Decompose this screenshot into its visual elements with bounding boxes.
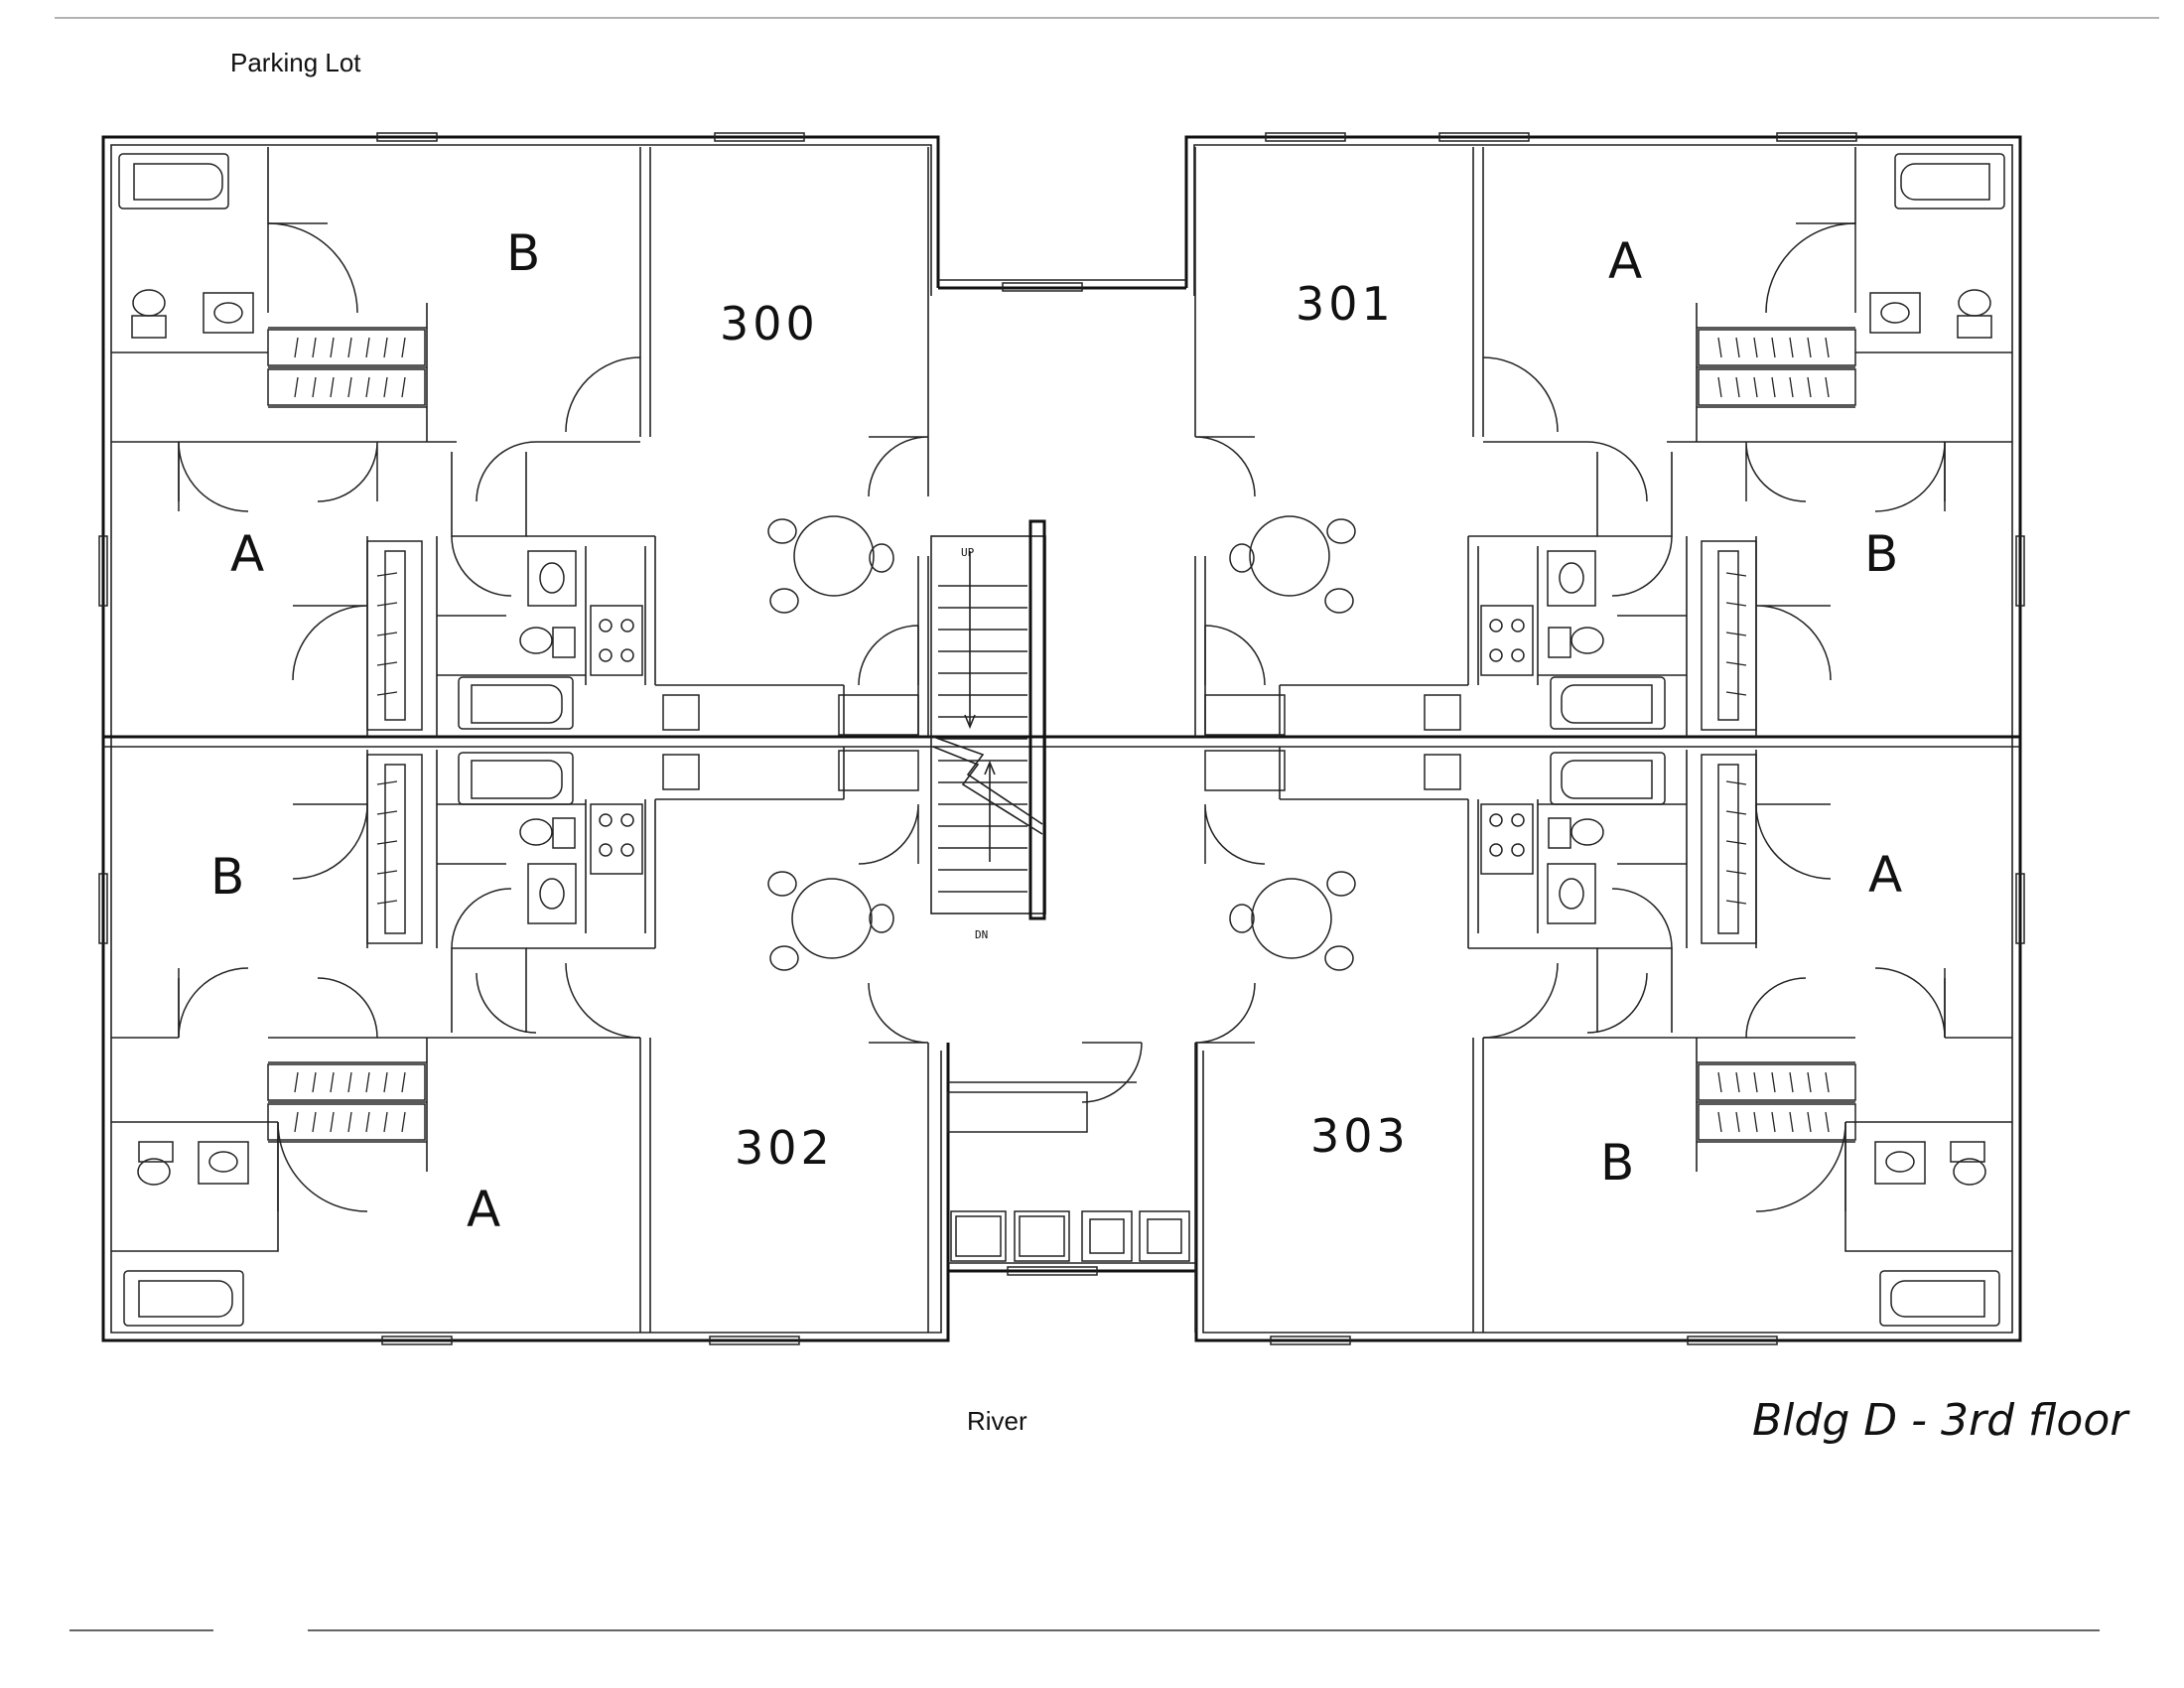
unit-303-bedroom-a: A xyxy=(1868,846,1902,904)
unit-302-number: 302 xyxy=(735,1121,834,1175)
stairwell xyxy=(930,519,1190,1262)
fixtures-right xyxy=(1204,153,2005,1327)
windows xyxy=(98,132,2025,1345)
parking-lot-label: Parking Lot xyxy=(230,48,361,77)
unit-300-number: 300 xyxy=(720,297,819,351)
floor-title: Bldg D - 3rd floor xyxy=(1752,1395,2130,1446)
unit-302-bedroom-a: A xyxy=(467,1181,500,1238)
unit-301-number: 301 xyxy=(1296,277,1395,331)
doors xyxy=(178,222,1143,1212)
unit-303-bedroom-b: B xyxy=(1600,1134,1634,1192)
stair-up-label: UP xyxy=(961,546,975,559)
closet-hatching-left xyxy=(294,337,406,1133)
unit-303-number: 303 xyxy=(1310,1109,1410,1163)
unit-301-bedroom-a: A xyxy=(1608,232,1642,290)
unit-302-bedroom-b: B xyxy=(210,848,244,906)
fixtures-left xyxy=(118,153,919,1327)
unit-300-bedroom-b: B xyxy=(506,224,540,282)
unit-301-bedroom-b: B xyxy=(1864,525,1898,583)
building-outline xyxy=(101,135,2022,1342)
stair-down-label: DN xyxy=(975,928,988,941)
unit-300-bedroom-a: A xyxy=(230,525,264,583)
river-label: River xyxy=(967,1406,1027,1436)
doors-right xyxy=(1194,222,1946,1212)
